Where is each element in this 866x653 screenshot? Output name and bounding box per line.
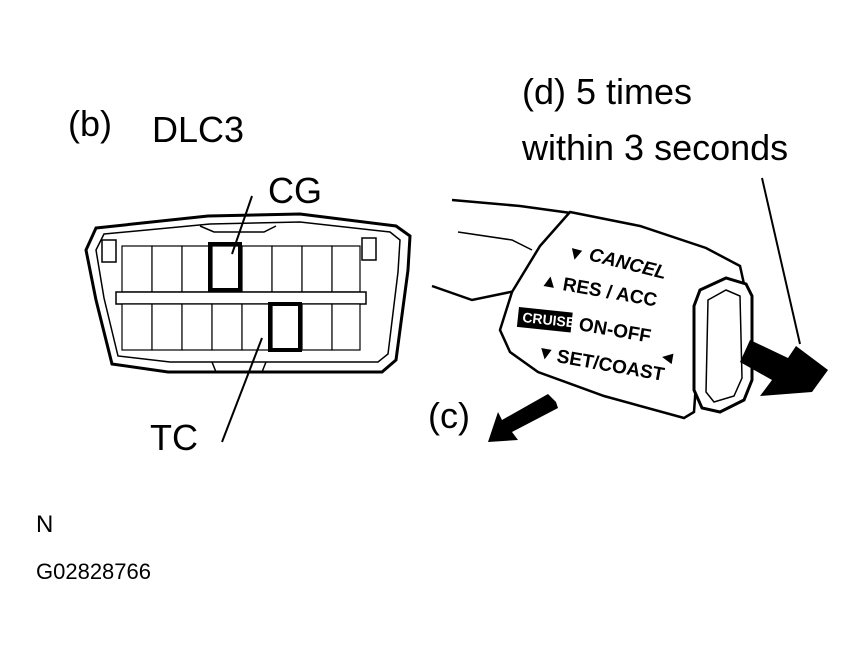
dlc3-connector <box>84 195 412 443</box>
lever-stalk-shading <box>457 231 533 251</box>
pin-cavity <box>121 303 153 351</box>
connector-divider-bar <box>115 291 367 305</box>
pin-cavity <box>301 245 333 293</box>
lever-end-cap <box>692 276 754 414</box>
lever-cruise-badge <box>516 307 573 333</box>
lower-pin-row <box>121 303 361 351</box>
figure-code: G02828766 <box>36 559 151 584</box>
lever-body <box>498 210 746 420</box>
pin-cavity <box>241 245 273 293</box>
figure-letter: N <box>36 511 53 538</box>
connector-bottom-key <box>211 361 267 373</box>
pin-cavity <box>301 303 333 351</box>
pull-arrow-c <box>488 394 558 442</box>
pin-cavity <box>181 245 213 293</box>
tc-leader-line <box>221 337 263 443</box>
cg-terminal-highlight <box>208 242 242 292</box>
push-arrow-d <box>740 340 828 396</box>
pin-cavity <box>331 245 361 293</box>
pin-cavity <box>271 245 303 293</box>
label-d-line1: (d) 5 times <box>522 71 692 112</box>
label-cg: CG <box>268 170 322 211</box>
d-leader-line <box>761 177 801 345</box>
pin-cavity <box>241 303 273 351</box>
cg-leader-line <box>231 195 253 255</box>
tc-terminal-highlight <box>268 302 302 352</box>
lever-cruise-label: CRUISE <box>522 309 576 330</box>
pin-cavity <box>211 245 243 293</box>
pin-cavity <box>271 303 303 351</box>
label-b: (b) <box>68 103 112 144</box>
pin-cavity <box>151 303 183 351</box>
pin-cavity <box>151 245 183 293</box>
cruise-control-lever: ▾ CANCEL ▴ RES / ACC CRUISE ON-OFF ◂ ▾ S… <box>431 198 754 420</box>
pin-cavity <box>331 303 361 351</box>
label-tc: TC <box>150 417 198 458</box>
lever-end-cap-inner <box>705 289 743 403</box>
pin-cavity <box>211 303 243 351</box>
label-d-line2: within 3 seconds <box>521 127 788 168</box>
pin-cavity <box>121 245 153 293</box>
label-dlc3: DLC3 <box>152 109 244 150</box>
pin-cavity <box>181 303 213 351</box>
label-c: (c) <box>428 395 470 436</box>
connector-right-latch <box>361 237 377 261</box>
connector-inner-shell <box>95 221 401 363</box>
connector-left-latch <box>101 239 117 263</box>
lever-on-off-marker: ◂ <box>660 346 674 369</box>
